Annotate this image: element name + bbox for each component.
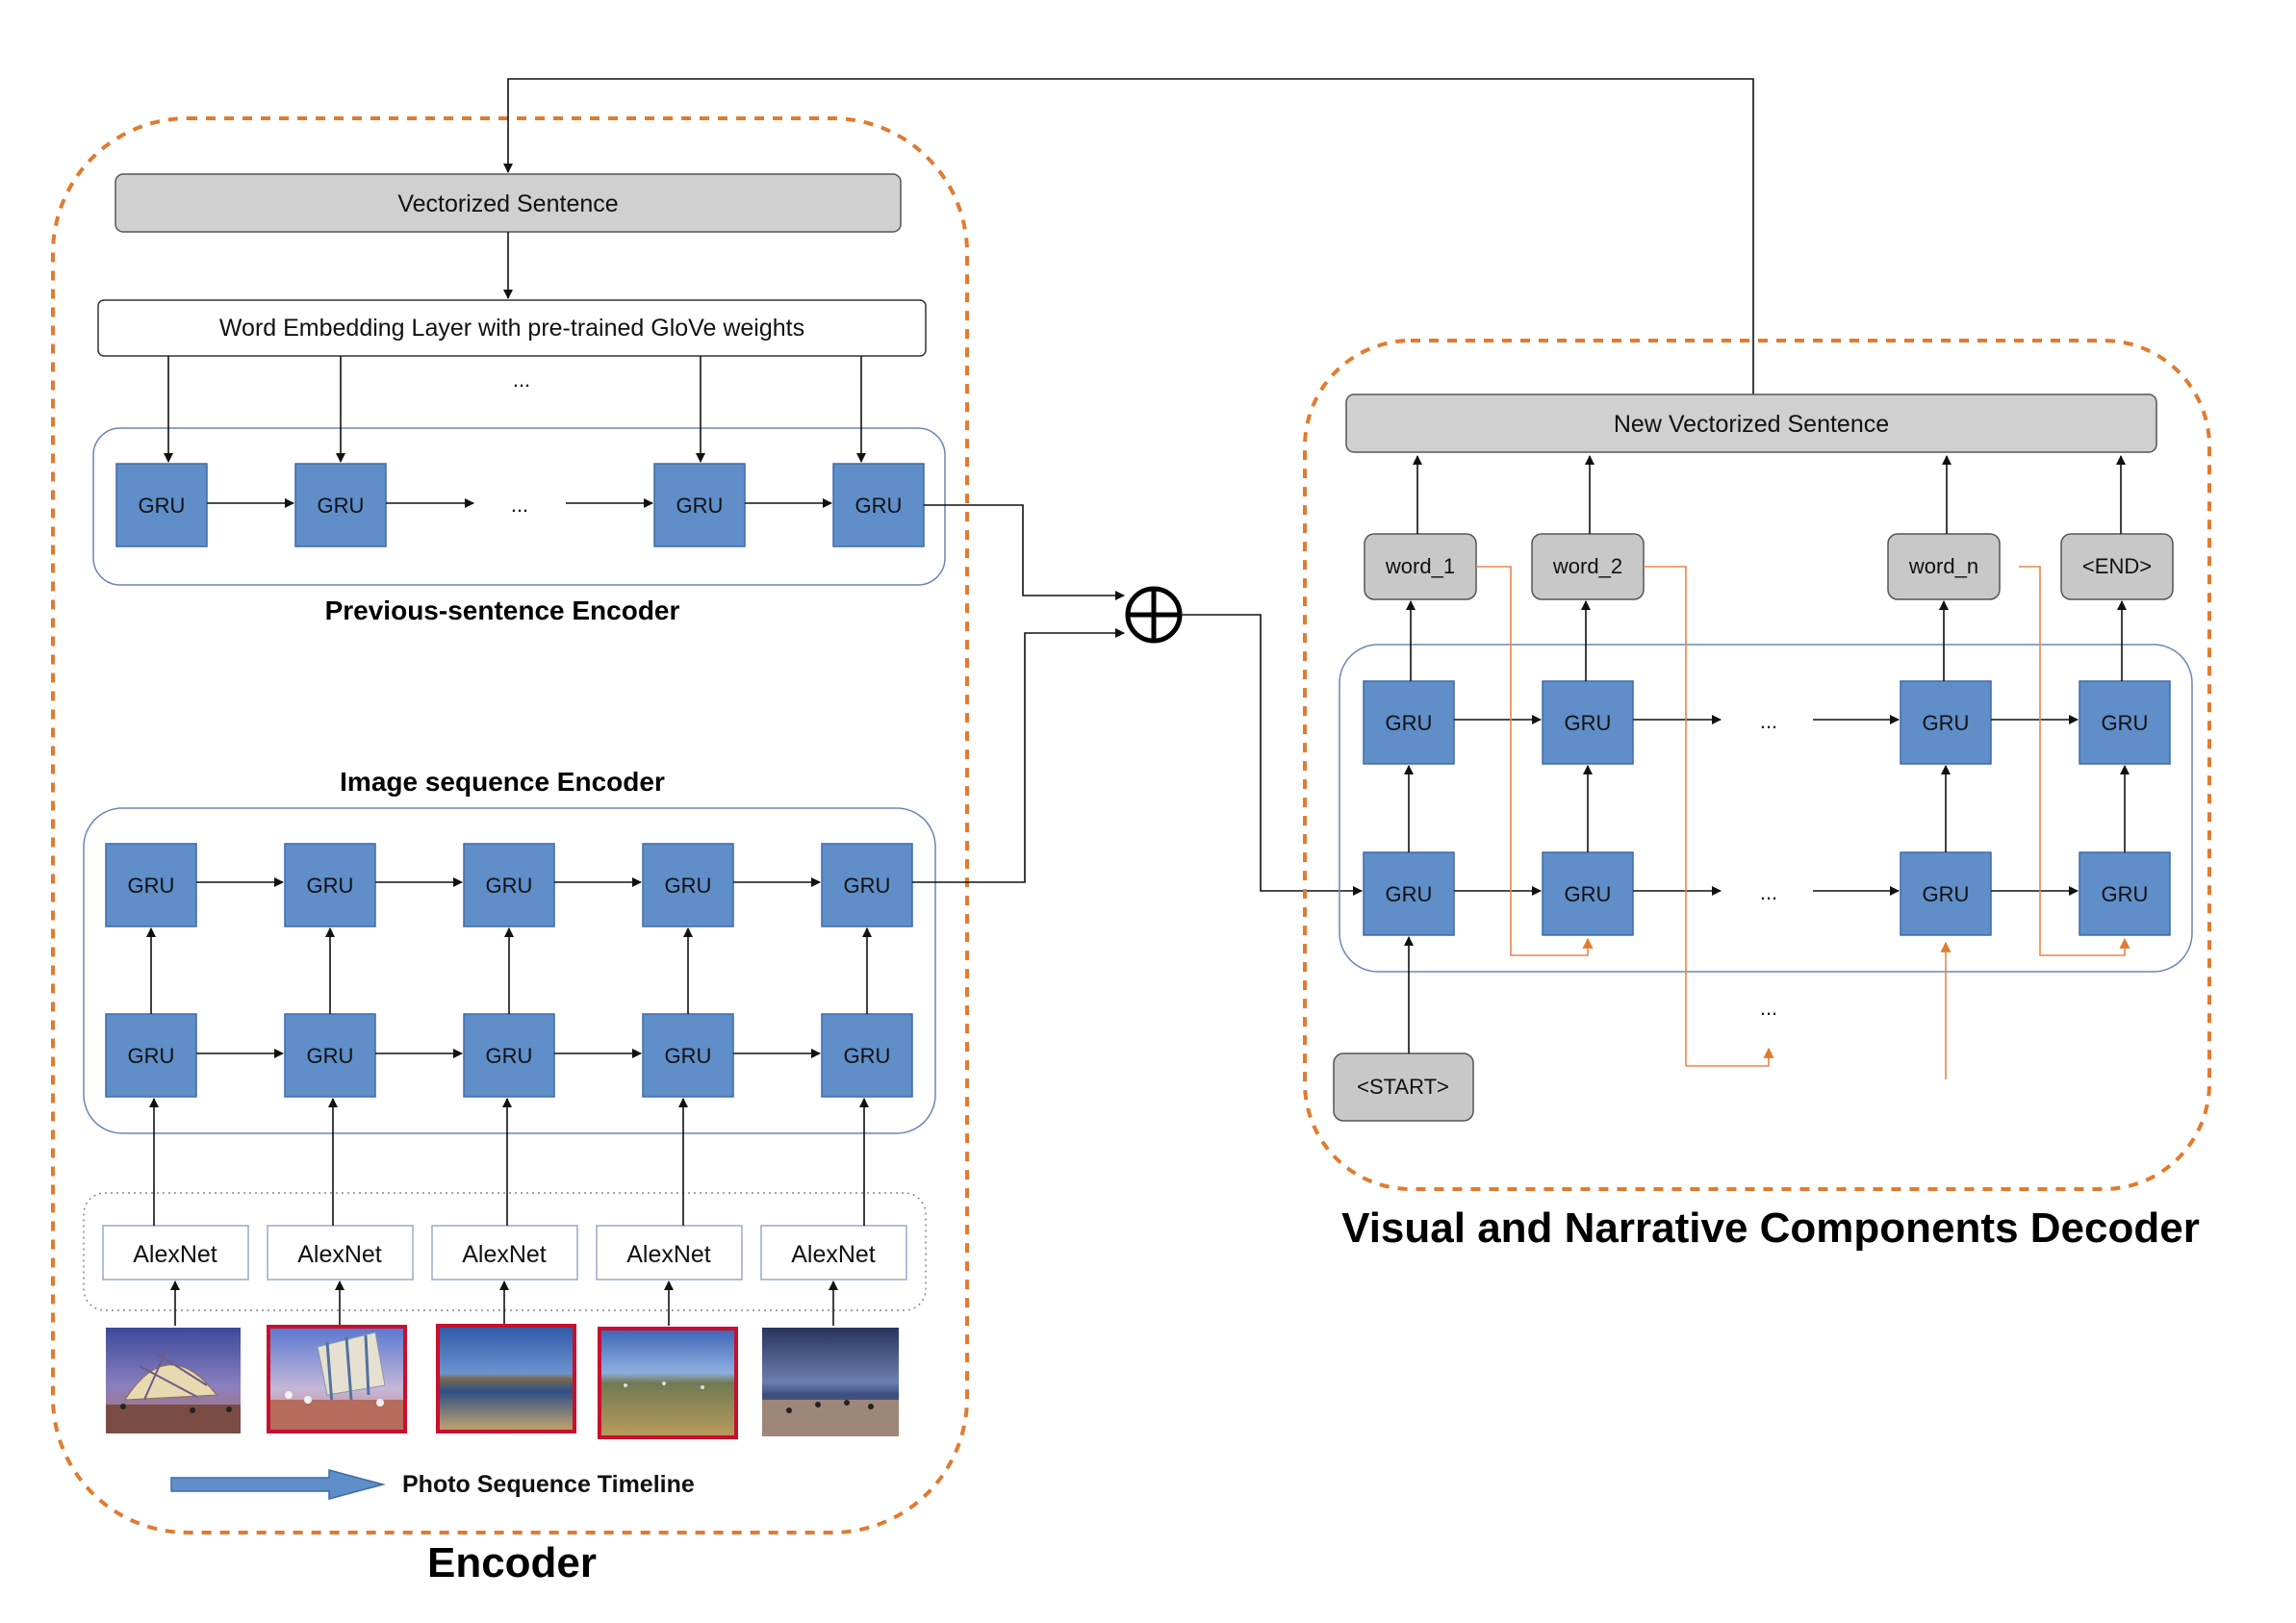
dec-gru-bottom-4: GRU — [2079, 851, 2171, 936]
dec-gru-bottom-2: GRU — [1542, 851, 1634, 936]
dec-gru-bottom-1: GRU — [1363, 851, 1455, 936]
dec-gru-top-4: GRU — [2079, 680, 2171, 765]
timeline-label: Photo Sequence Timeline — [402, 1471, 695, 1498]
decoder-region — [1303, 339, 2211, 1191]
encoder-region — [51, 116, 969, 1534]
prev-gru-3: GRU — [653, 463, 746, 547]
svg-text:GRU: GRU — [307, 1044, 354, 1068]
svg-text:GRU: GRU — [2102, 882, 2149, 906]
svg-text:word_2: word_2 — [1552, 554, 1622, 578]
img-gru-bottom-5: GRU — [821, 1013, 913, 1098]
encoder-title: Encoder — [427, 1539, 597, 1586]
svg-text:GRU: GRU — [855, 494, 903, 518]
svg-text:New Vectorized Sentence: New Vectorized Sentence — [1614, 411, 1889, 438]
alexnet-4: AlexNet — [596, 1225, 743, 1281]
svg-text:AlexNet: AlexNet — [462, 1241, 547, 1268]
svg-text:<START>: <START> — [1357, 1075, 1449, 1099]
start-token: <START> — [1333, 1052, 1474, 1122]
svg-text:GRU: GRU — [486, 874, 533, 898]
dec-gru-top-3: GRU — [1900, 680, 1992, 765]
word-token-n: word_n — [1887, 533, 2001, 600]
concatenation-symbol — [1125, 586, 1183, 644]
photo-3-lake-shore — [436, 1324, 576, 1433]
dec-lower-ellipsis: ... — [1760, 996, 1777, 1020]
svg-text:word_1: word_1 — [1385, 554, 1455, 578]
svg-text:GRU: GRU — [844, 874, 891, 898]
end-token: <END> — [2060, 533, 2174, 600]
image-sequence-encoder-label: Image sequence Encoder — [340, 767, 665, 797]
svg-text:GRU: GRU — [128, 1044, 175, 1068]
svg-text:GRU: GRU — [2102, 711, 2149, 735]
svg-text:AlexNet: AlexNet — [791, 1241, 876, 1268]
feedback-word1-arrow — [1476, 566, 1594, 956]
svg-text:GRU: GRU — [844, 1044, 891, 1068]
svg-text:AlexNet: AlexNet — [297, 1241, 382, 1268]
timeline-arrow — [170, 1469, 386, 1500]
svg-text:GRU: GRU — [1386, 711, 1433, 735]
new-vectorized-sentence-box: New Vectorized Sentence — [1345, 393, 2157, 453]
prev-gru-1: GRU — [115, 463, 208, 547]
svg-text:GRU: GRU — [139, 494, 186, 518]
img-gru-top-1: GRU — [105, 843, 197, 927]
svg-text:GRU: GRU — [1386, 882, 1433, 906]
img-gru-top-2: GRU — [284, 843, 376, 927]
alexnet-5: AlexNet — [760, 1225, 907, 1281]
prev-gru-ellipsis: ... — [511, 493, 528, 517]
dec-gru-top-1: GRU — [1363, 680, 1455, 765]
photo-2-festival-crowd — [267, 1325, 407, 1433]
img-gru-bottom-4: GRU — [642, 1013, 734, 1098]
word-token-2: word_2 — [1531, 533, 1645, 600]
dec-top-ellipsis: ... — [1760, 709, 1777, 733]
word-token-1: word_1 — [1364, 533, 1477, 600]
prev-gru-2: GRU — [294, 463, 387, 547]
svg-text:<END>: <END> — [2082, 554, 2152, 578]
svg-text:AlexNet: AlexNet — [133, 1241, 217, 1268]
img-gru-top-3: GRU — [463, 843, 555, 927]
decoder-title: Visual and Narrative Components Decoder — [1341, 1205, 2200, 1252]
dec-bottom-ellipsis: ... — [1760, 880, 1777, 904]
dec-gru-top-2: GRU — [1542, 680, 1634, 765]
embedding-ellipsis: ... — [513, 368, 530, 392]
img-gru-bottom-3: GRU — [463, 1013, 555, 1098]
feedback-loop-arrow — [503, 78, 1754, 394]
previous-sentence-encoder-group — [92, 427, 946, 586]
svg-text:word_n: word_n — [1908, 554, 1978, 578]
svg-text:Word Embedding Layer with pre-: Word Embedding Layer with pre-trained Gl… — [219, 315, 804, 342]
img-gru-top-5: GRU — [821, 843, 913, 927]
svg-text:GRU: GRU — [128, 874, 175, 898]
vectorized-sentence-box: Vectorized Sentence — [115, 173, 902, 233]
svg-text:GRU: GRU — [318, 494, 365, 518]
feedback-end-arrow — [2019, 566, 2130, 956]
svg-text:AlexNet: AlexNet — [626, 1241, 711, 1268]
svg-text:GRU: GRU — [665, 1044, 712, 1068]
dec-gru-bottom-3: GRU — [1900, 851, 1992, 936]
svg-text:GRU: GRU — [1565, 882, 1612, 906]
decoder-gru-group — [1339, 644, 2193, 973]
photo-1-dome-festival — [106, 1328, 241, 1433]
img-gru-top-4: GRU — [642, 843, 734, 927]
photo-5-beach-people — [762, 1328, 899, 1436]
img-gru-bottom-2: GRU — [284, 1013, 376, 1098]
svg-text:GRU: GRU — [307, 874, 354, 898]
svg-text:GRU: GRU — [1923, 711, 1970, 735]
image-sequence-encoder-group — [83, 807, 936, 1134]
word-embedding-layer: Word Embedding Layer with pre-trained Gl… — [97, 299, 927, 357]
svg-text:GRU: GRU — [486, 1044, 533, 1068]
svg-text:GRU: GRU — [665, 874, 712, 898]
prev-gru-4: GRU — [832, 463, 925, 547]
svg-text:Vectorized Sentence: Vectorized Sentence — [397, 190, 618, 217]
previous-sentence-encoder-label: Previous-sentence Encoder — [325, 596, 680, 625]
alexnet-3: AlexNet — [431, 1225, 578, 1281]
img-gru-bottom-1: GRU — [105, 1013, 197, 1098]
alexnet-2: AlexNet — [267, 1225, 414, 1281]
feedback-word2-arrow — [1644, 566, 1774, 1067]
photo-4-sandy-field — [598, 1327, 738, 1439]
svg-text:GRU: GRU — [676, 494, 724, 518]
svg-text:GRU: GRU — [1923, 882, 1970, 906]
alexnet-1: AlexNet — [102, 1225, 249, 1281]
svg-text:GRU: GRU — [1565, 711, 1612, 735]
